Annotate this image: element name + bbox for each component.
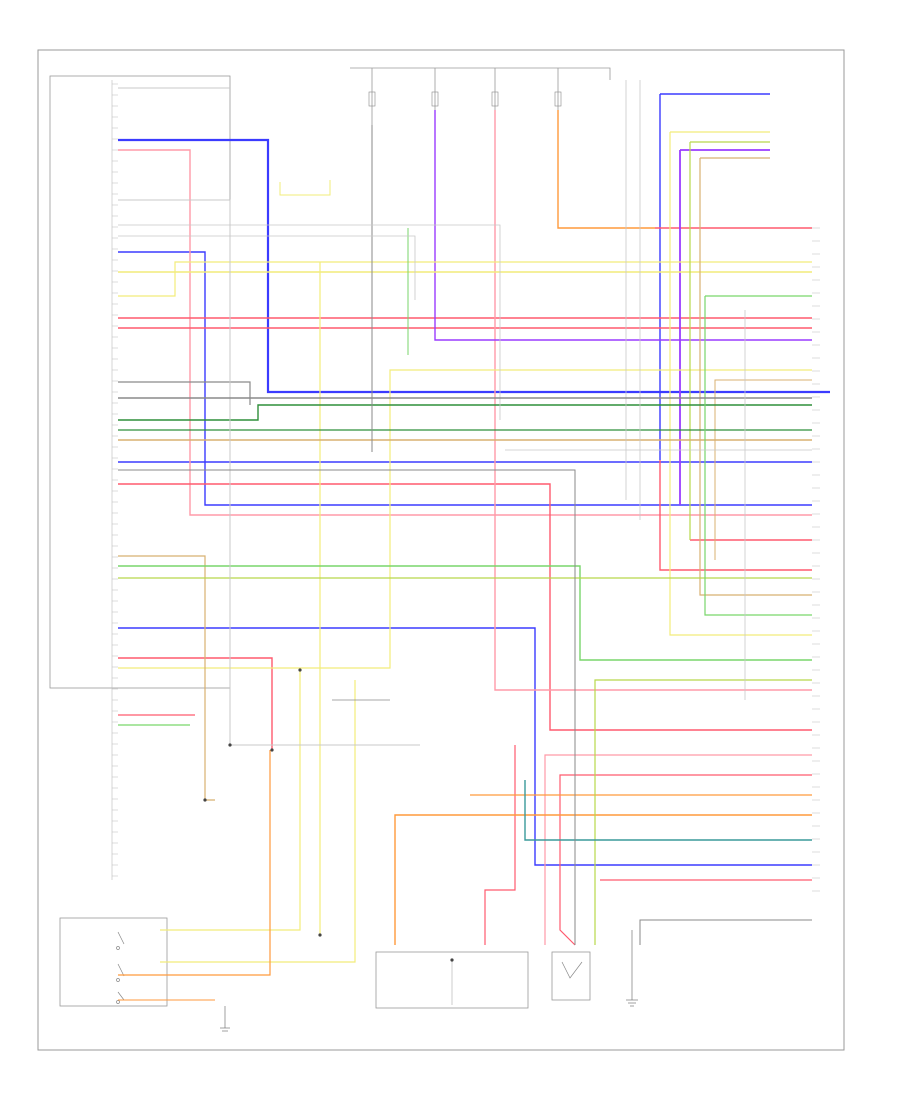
splices	[203, 668, 454, 962]
wire-red	[118, 149, 812, 516]
fuse	[431, 91, 439, 107]
wires	[118, 80, 830, 1001]
wire-teal	[524, 780, 812, 841]
wire-gray	[118, 199, 420, 746]
ground-symbol-left	[220, 1006, 230, 1032]
splice-dot	[450, 958, 454, 962]
wire-red	[659, 460, 812, 571]
wire-yellow	[279, 180, 331, 196]
wire-green	[118, 404, 812, 421]
wire-purple	[434, 110, 812, 341]
center-component-box	[375, 951, 529, 1009]
wire-red	[118, 483, 812, 731]
left-pin-ticks	[112, 83, 820, 892]
wire-yellow	[160, 680, 356, 963]
bottom-left-switch-symbols	[116, 931, 125, 1004]
wire-orange	[118, 750, 271, 976]
wire-red	[559, 774, 812, 946]
diagram-frame	[37, 49, 845, 1051]
fuse	[368, 91, 376, 107]
wire-yellow	[118, 369, 812, 669]
splice-dot	[318, 933, 322, 937]
wire-yellow	[118, 261, 812, 297]
wire-blue	[118, 627, 812, 866]
top-fuse-group	[350, 67, 611, 125]
wire-gray	[118, 224, 501, 420]
wire-yellow	[669, 132, 812, 636]
wire-tan	[118, 555, 215, 801]
wire-orange	[557, 110, 655, 229]
wire-olive	[594, 679, 812, 945]
wire-gray	[118, 235, 416, 300]
wire-tan	[714, 379, 812, 560]
wire-red	[118, 657, 273, 750]
splice-dot	[298, 668, 302, 672]
wire-red	[484, 745, 516, 945]
splice-dot	[203, 798, 207, 802]
fuse-bus	[350, 67, 611, 80]
wire-orange	[394, 814, 812, 945]
splice-dot	[270, 748, 274, 752]
fuse	[491, 91, 499, 107]
wire-tan	[699, 158, 812, 596]
wire-blue	[118, 251, 812, 506]
right-component-box	[551, 951, 591, 1001]
fuse	[554, 91, 562, 107]
right-component-switch	[561, 961, 583, 979]
wire-red	[544, 754, 812, 945]
wire-green	[118, 565, 812, 661]
wire-yellow	[160, 670, 301, 931]
wire-gray	[118, 469, 576, 945]
wire-gray	[639, 919, 812, 945]
bottom-left-box	[59, 917, 168, 1007]
wire-blue	[118, 138, 830, 394]
ground-symbol	[626, 930, 638, 1007]
splice-dot	[228, 743, 232, 747]
wire-green	[704, 296, 812, 616]
wire-red	[494, 110, 812, 691]
